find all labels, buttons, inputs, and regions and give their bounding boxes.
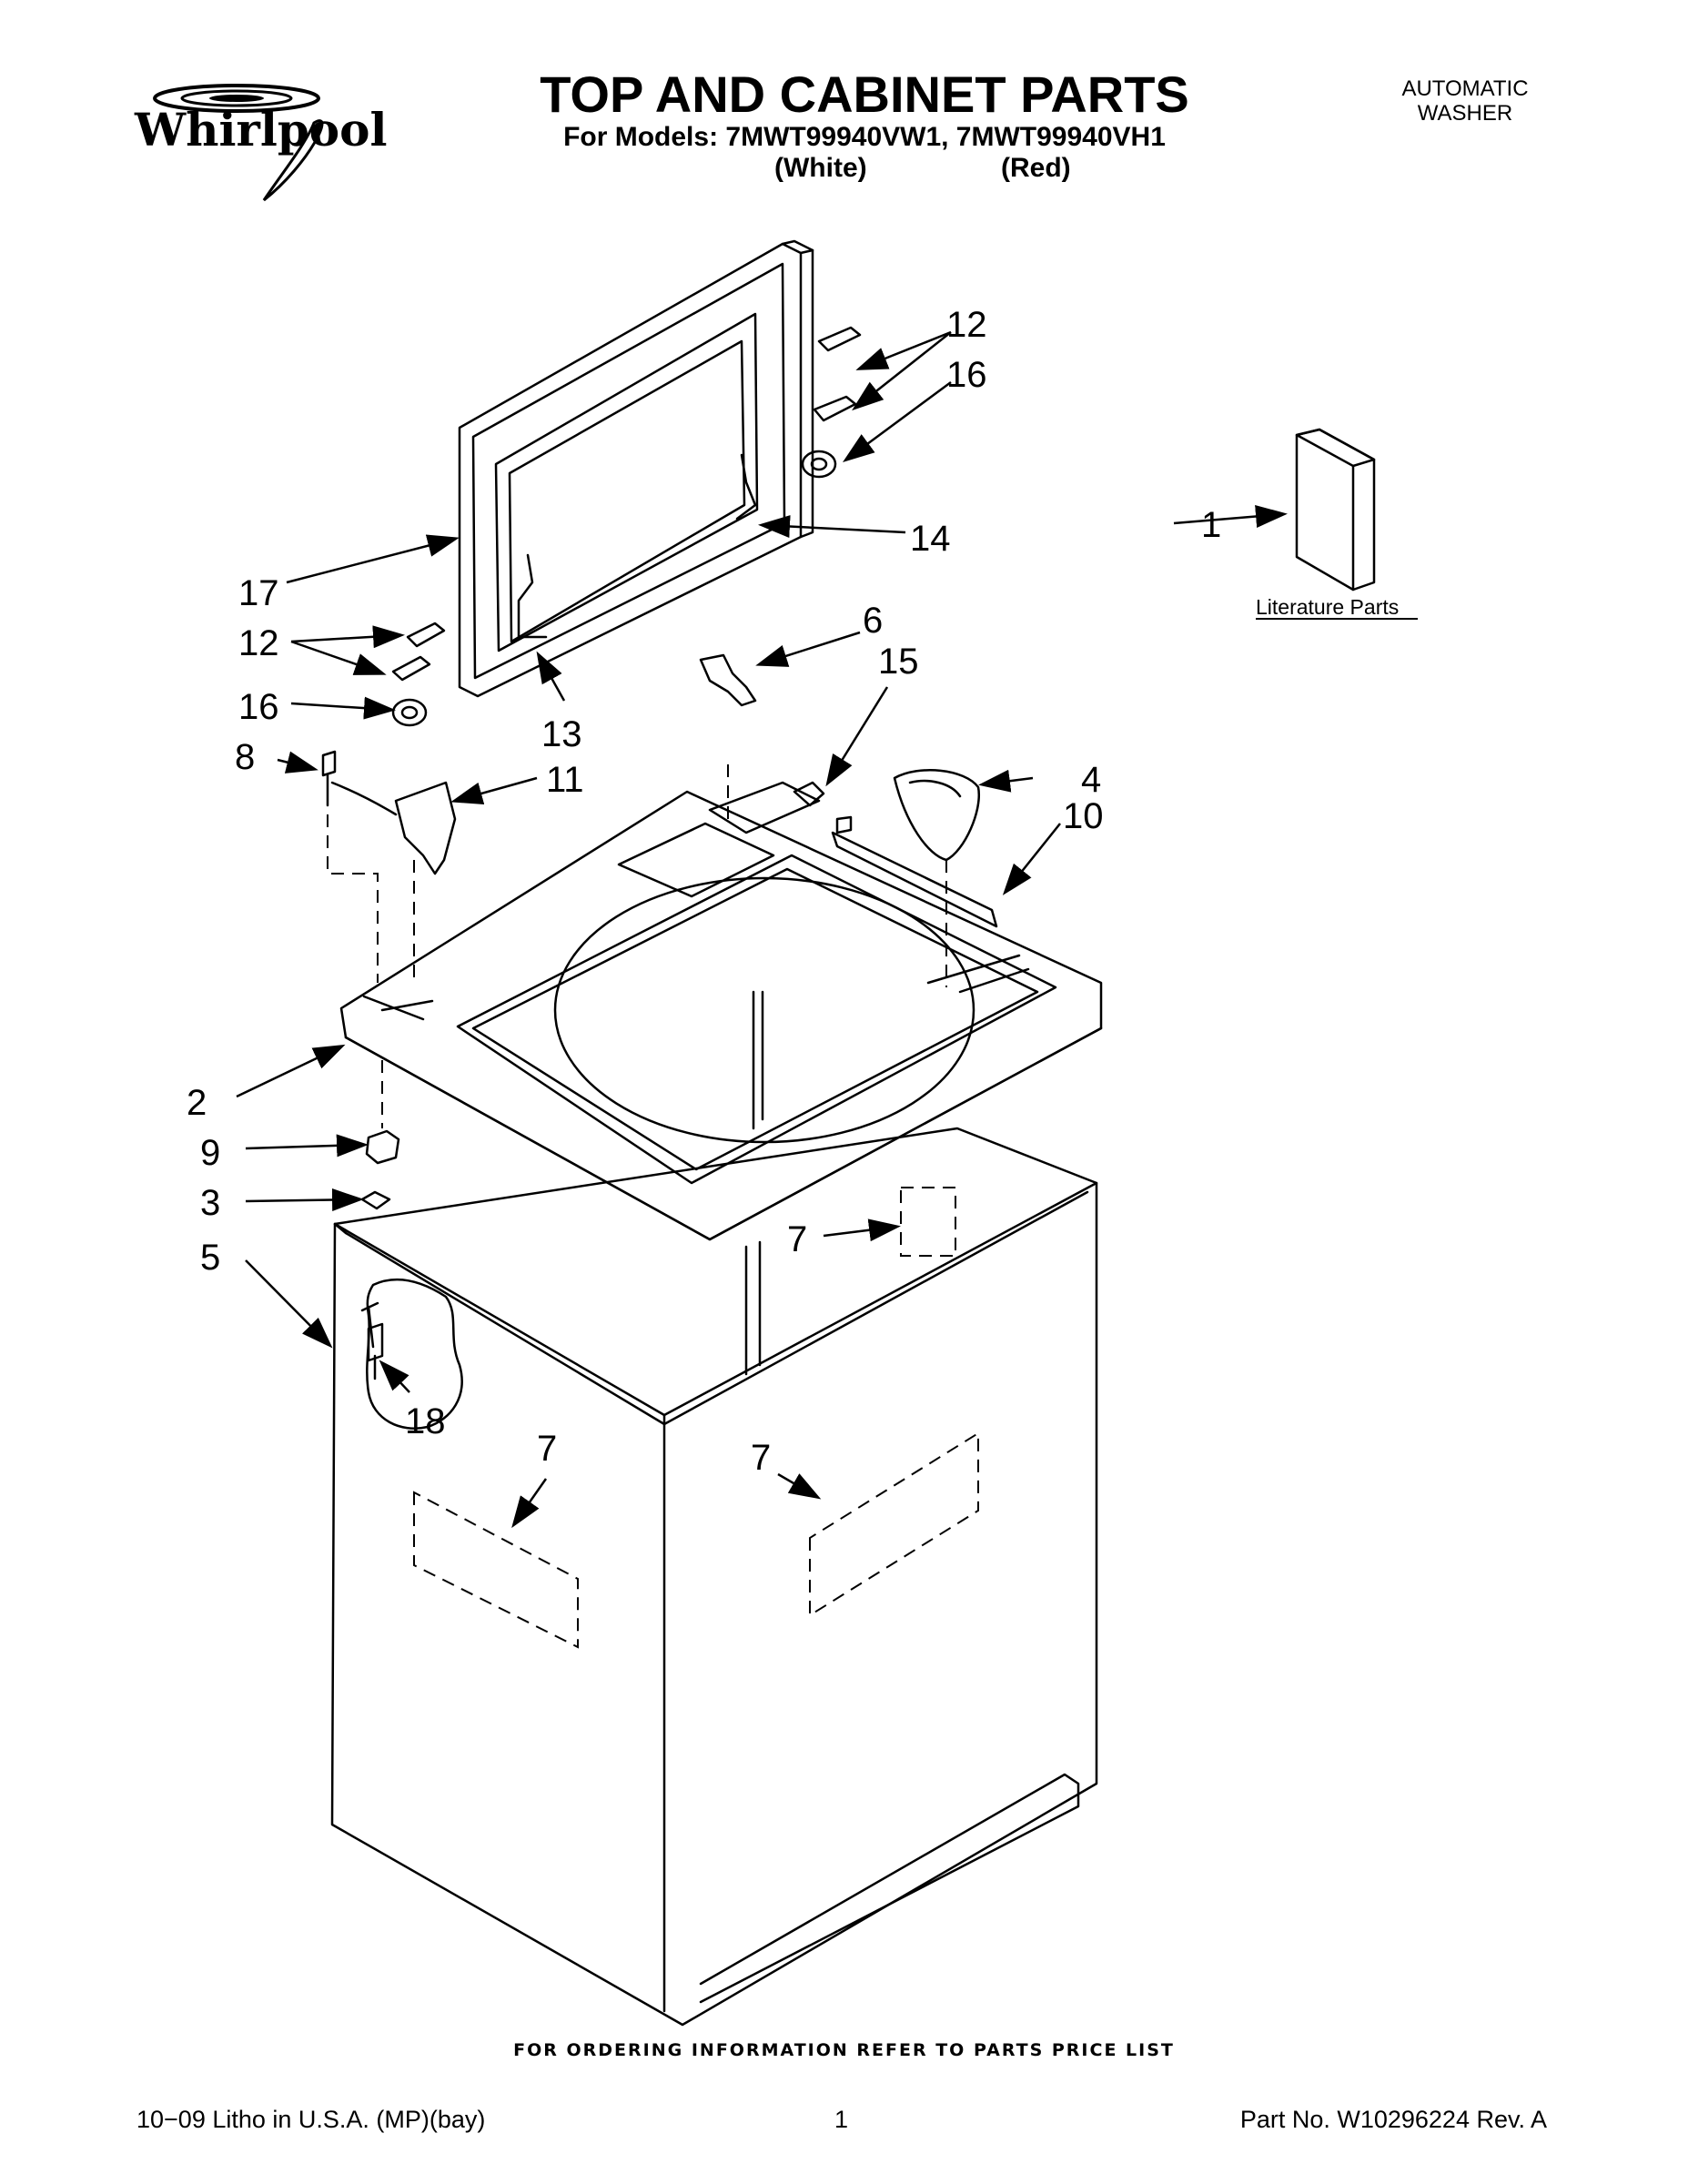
hinge-clip bbox=[699, 653, 825, 807]
clip-3 bbox=[360, 1190, 391, 1210]
callout-7-rear: 7 bbox=[787, 1219, 807, 1259]
label-area-7a bbox=[900, 1187, 956, 1257]
part-number: Part No. W10296224 Rev. A bbox=[1239, 2106, 1547, 2133]
hinge-rod-13 bbox=[517, 553, 548, 639]
literature-parts-label: Literature Parts bbox=[1256, 595, 1399, 619]
whirlpool-logo: Whirlpool bbox=[134, 84, 388, 202]
variant-red-label: (Red) bbox=[1001, 153, 1071, 183]
page-title: TOP AND CABINET PARTS bbox=[540, 66, 1189, 123]
callout-3: 3 bbox=[200, 1183, 220, 1223]
callout-2: 2 bbox=[187, 1083, 207, 1123]
callout-11: 11 bbox=[546, 760, 584, 800]
models-line: For Models: 7MWT99940VW1, 7MWT99940VH1 bbox=[563, 122, 1166, 152]
callout-6: 6 bbox=[863, 601, 883, 641]
page-number: 1 bbox=[834, 2106, 849, 2133]
callout-15: 15 bbox=[878, 642, 919, 682]
cabinet bbox=[330, 1127, 1098, 2027]
callout-7-front: 7 bbox=[751, 1438, 771, 1478]
callout-4: 4 bbox=[1081, 760, 1101, 800]
literature-parts-booklet bbox=[1295, 428, 1376, 592]
lid-switch bbox=[321, 750, 457, 875]
label-area-7c bbox=[809, 1431, 979, 1617]
product-type-label: AUTOMATIC WASHER bbox=[1356, 76, 1574, 126]
softener-dispenser bbox=[831, 769, 998, 928]
top-panel bbox=[339, 781, 1103, 1241]
callout-5: 5 bbox=[200, 1238, 220, 1278]
callout-12-right: 12 bbox=[946, 305, 987, 345]
callout-13: 13 bbox=[541, 714, 582, 754]
litho-info: 10−09 Litho in U.S.A. (MP)(bay) bbox=[136, 2106, 486, 2133]
hinge-hardware-left bbox=[391, 622, 446, 727]
callout-14: 14 bbox=[910, 519, 951, 559]
svg-text:Whirlpool: Whirlpool bbox=[134, 103, 388, 157]
label-area-7b bbox=[413, 1491, 579, 1649]
callout-10: 10 bbox=[1063, 796, 1104, 836]
callout-8: 8 bbox=[235, 737, 255, 777]
callout-1: 1 bbox=[1201, 505, 1221, 545]
callout-17: 17 bbox=[238, 573, 279, 613]
screw-18 bbox=[360, 1301, 379, 1349]
product-type-text: AUTOMATIC WASHER bbox=[1401, 76, 1529, 126]
callout-16-left: 16 bbox=[238, 687, 279, 727]
callout-7-side: 7 bbox=[537, 1429, 557, 1469]
model-variants: (White) (Red) bbox=[455, 153, 1274, 184]
nut-9 bbox=[365, 1129, 400, 1165]
lid-assembly bbox=[458, 239, 814, 698]
callout-16-right: 16 bbox=[946, 355, 987, 395]
callout-12-left: 12 bbox=[238, 623, 279, 663]
ordering-note: FOR ORDERING INFORMATION REFER TO PARTS … bbox=[513, 2040, 1175, 2060]
hinge-hardware-right bbox=[801, 326, 862, 479]
callout-18: 18 bbox=[405, 1401, 446, 1441]
variant-white-label: (White) bbox=[774, 153, 867, 183]
callout-9: 9 bbox=[200, 1133, 220, 1173]
